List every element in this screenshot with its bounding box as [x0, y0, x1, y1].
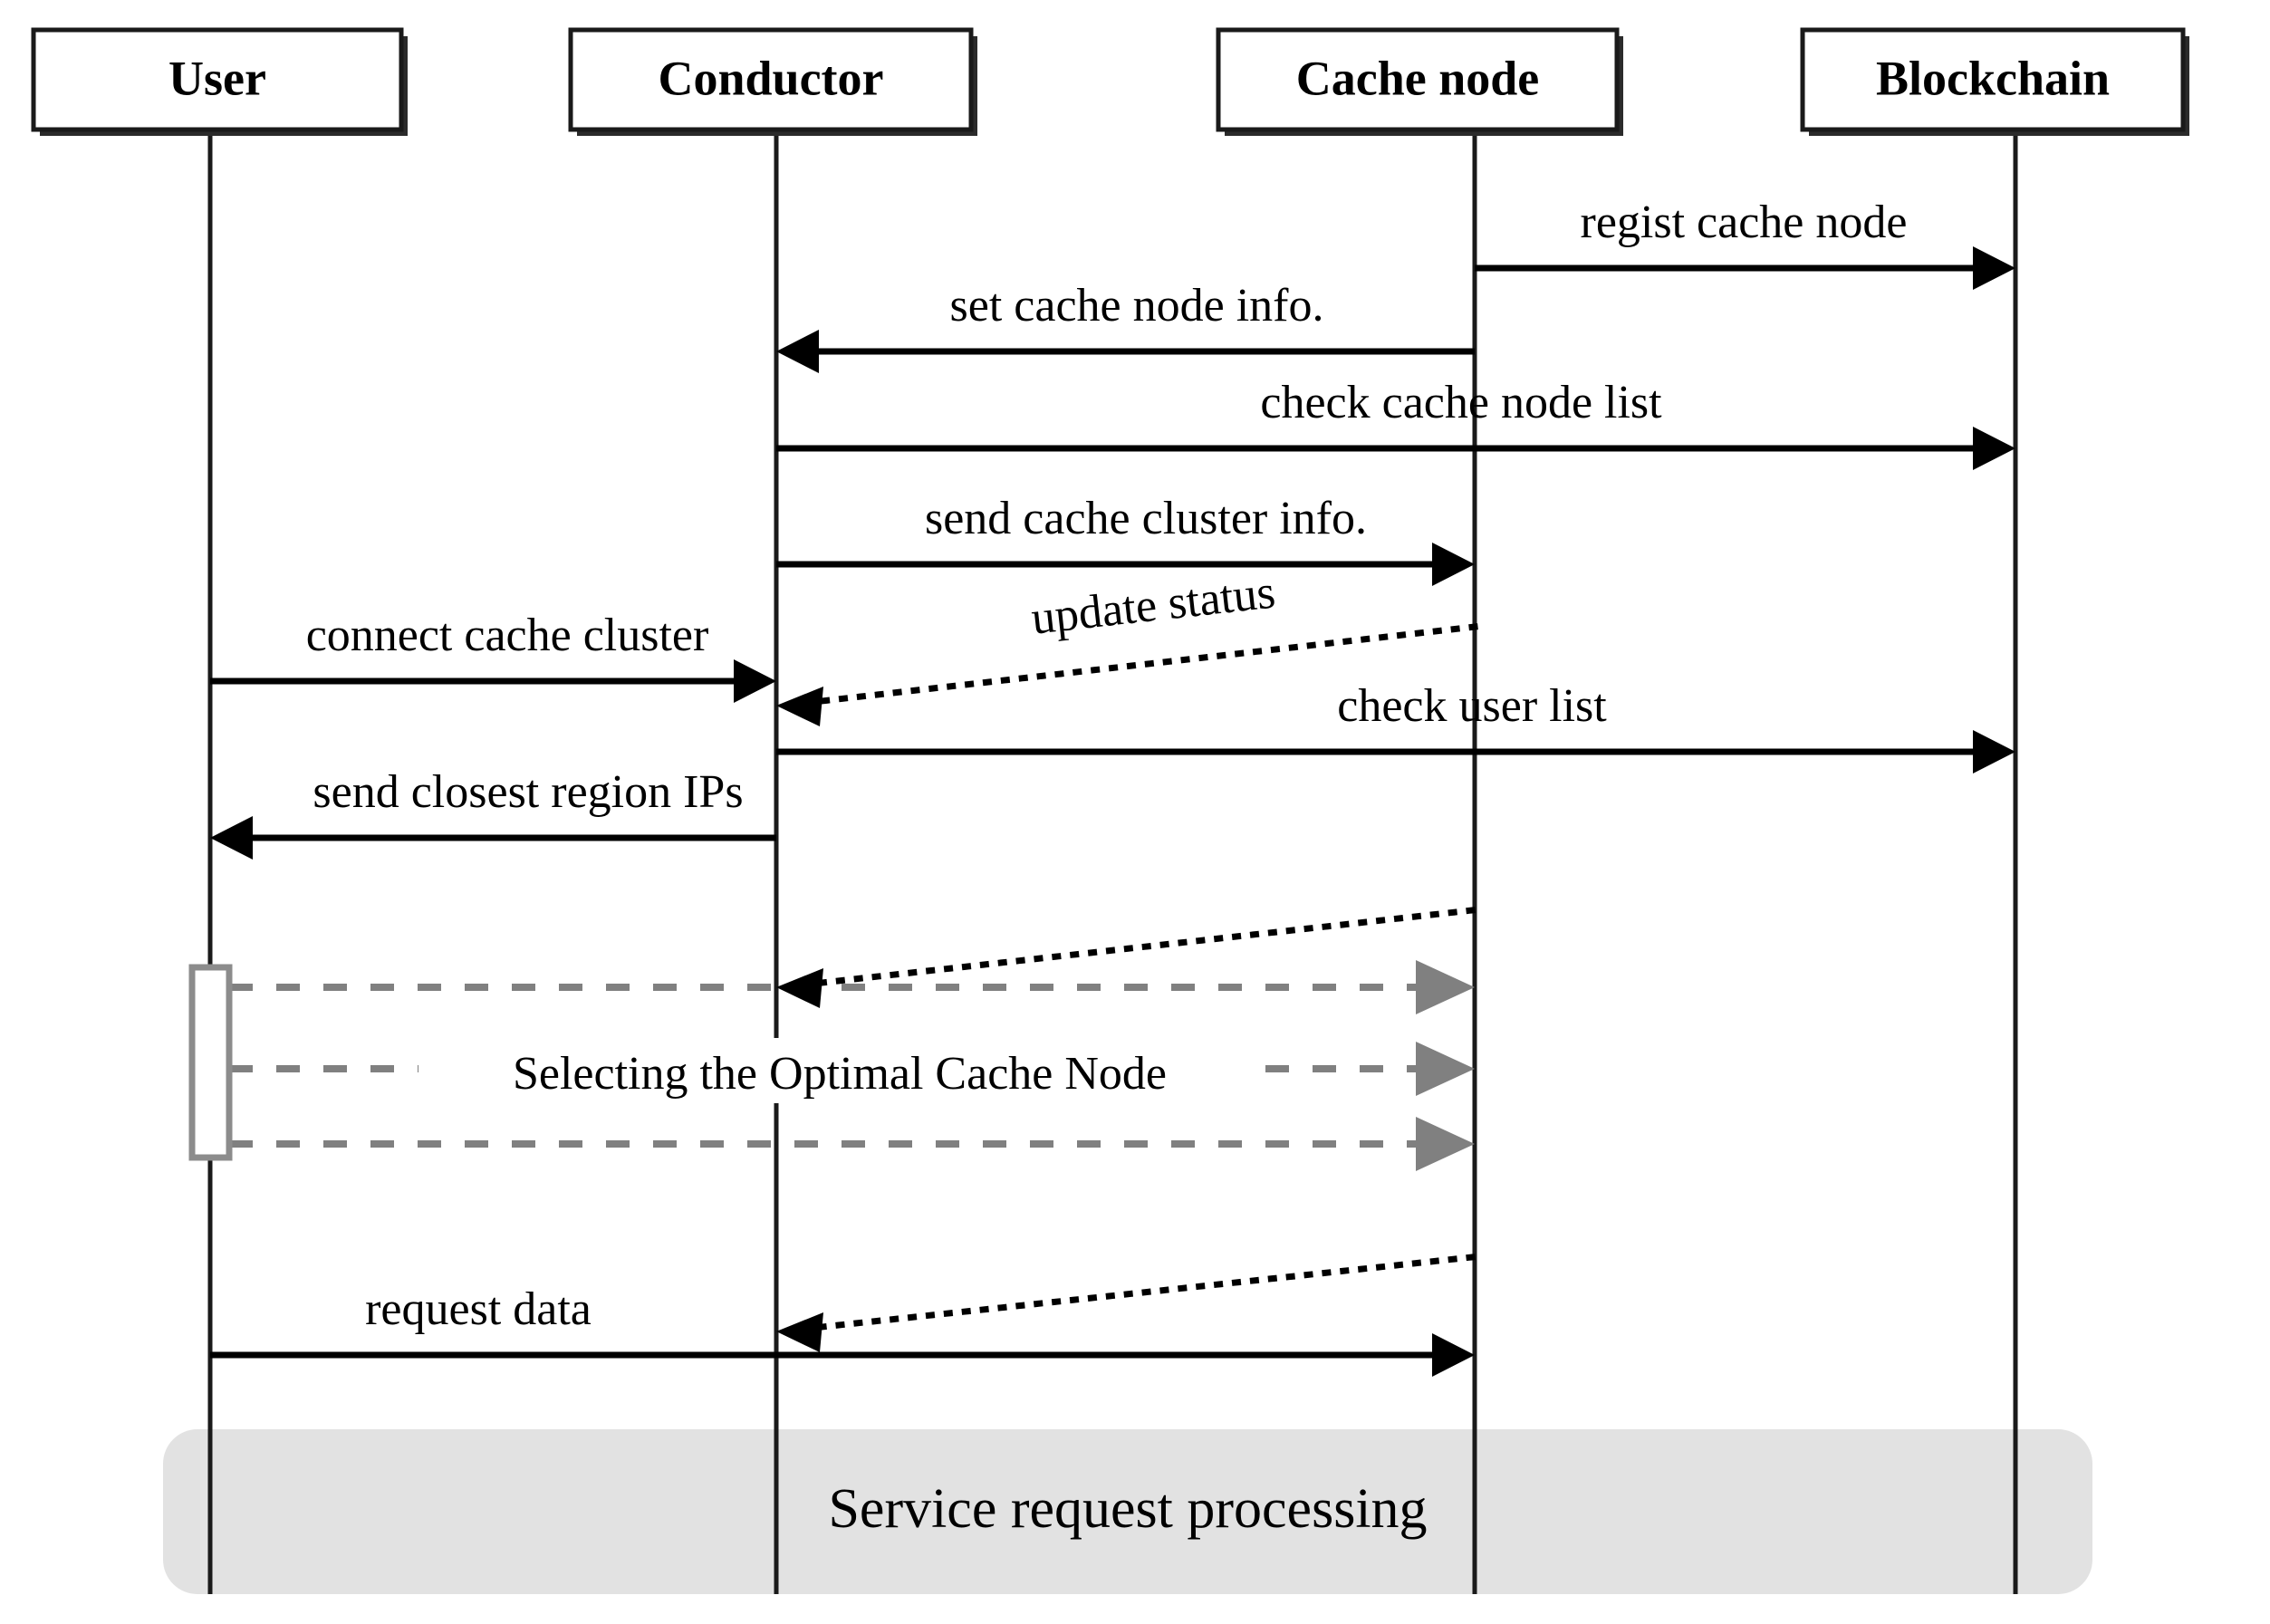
arrowhead-right-icon: [1432, 543, 1475, 586]
actor-header-conductor[interactable]: Conductor: [568, 27, 977, 136]
message-check-user-list[interactable]: check user list: [776, 680, 2015, 774]
arrowhead-left-icon: [776, 1312, 823, 1352]
message-line: [810, 623, 1478, 706]
arrowhead-right-icon: [1416, 1042, 1475, 1096]
label-backdrop: [418, 1038, 1261, 1103]
activation-bar-user: [188, 964, 233, 1161]
actor-header-cachenode[interactable]: Cache node: [1216, 27, 1623, 136]
arrowhead-left-icon: [776, 968, 823, 1008]
message-send-cache-cluster-info[interactable]: send cache cluster info.: [776, 493, 1475, 586]
message-optimal-cache-node-probe-1[interactable]: [229, 960, 1475, 1014]
actor-label-cachenode: Cache node: [1296, 51, 1540, 105]
group-label: Service request processing: [828, 1478, 1427, 1540]
actor-box-blockchain: [1800, 27, 2186, 132]
group-service-request-processing: [163, 1429, 2092, 1594]
message-label: send cache cluster info.: [925, 493, 1367, 544]
actor-header-blockchain[interactable]: Blockchain: [1800, 27, 2189, 136]
message-dotted-return-upper[interactable]: [776, 907, 1476, 1008]
message-connect-cache-cluster[interactable]: connect cache cluster: [210, 610, 776, 703]
group-label-wrap: Service request processing: [828, 1478, 1427, 1540]
arrowhead-right-icon: [1973, 730, 2015, 774]
message-label: send closest region IPs: [313, 766, 743, 818]
actor-box-conductor: [568, 27, 974, 132]
message-set-cache-node-info[interactable]: set cache node info.: [776, 280, 1475, 373]
actor-header-user[interactable]: User: [31, 27, 408, 136]
arrowhead-right-icon: [1416, 960, 1475, 1014]
message-label: Selecting the Optimal Cache Node: [513, 1048, 1167, 1100]
message-label: update status: [1029, 566, 1278, 644]
actor-label-blockchain: Blockchain: [1876, 51, 2110, 105]
actor-label-user: User: [168, 51, 266, 105]
message-line: [810, 907, 1476, 987]
actor-label-conductor: Conductor: [658, 51, 883, 105]
message-label: connect cache cluster: [306, 610, 709, 661]
message-label: set cache node info.: [950, 280, 1324, 332]
message-line: [810, 1254, 1476, 1331]
message-check-cache-node-list[interactable]: check cache node list: [776, 377, 2015, 470]
activation-rect: [188, 964, 233, 1161]
arrowhead-right-icon: [734, 659, 776, 703]
message-request-data[interactable]: request data: [210, 1283, 1475, 1377]
message-selecting-the-optimal-cache-node[interactable]: Selecting the Optimal Cache Node: [229, 1038, 1475, 1103]
arrowhead-right-icon: [1973, 246, 2015, 290]
message-optimal-cache-node-probe-3[interactable]: [229, 1117, 1475, 1171]
group-box-rect: [163, 1429, 2092, 1594]
message-label: request data: [365, 1283, 592, 1335]
arrowhead-right-icon: [1973, 427, 2015, 470]
actor-box-user: [31, 27, 404, 132]
message-label: regist cache node: [1581, 197, 1908, 248]
arrowhead-right-icon: [1416, 1117, 1475, 1171]
message-send-closest-region-ips[interactable]: send closest region IPs: [210, 766, 776, 860]
message-label: check cache node list: [1260, 377, 1662, 428]
arrowhead-right-icon: [1432, 1333, 1475, 1377]
message-regist-cache-node[interactable]: regist cache node: [1475, 197, 2015, 290]
actor-box-cachenode: [1216, 27, 1620, 132]
arrowhead-left-icon: [210, 816, 253, 860]
arrowhead-left-icon: [776, 330, 819, 373]
message-dotted-return-lower[interactable]: [776, 1254, 1476, 1352]
arrowhead-left-icon: [776, 687, 823, 726]
lifelines-layer: [207, 130, 2018, 1594]
message-label: check user list: [1337, 680, 1607, 732]
